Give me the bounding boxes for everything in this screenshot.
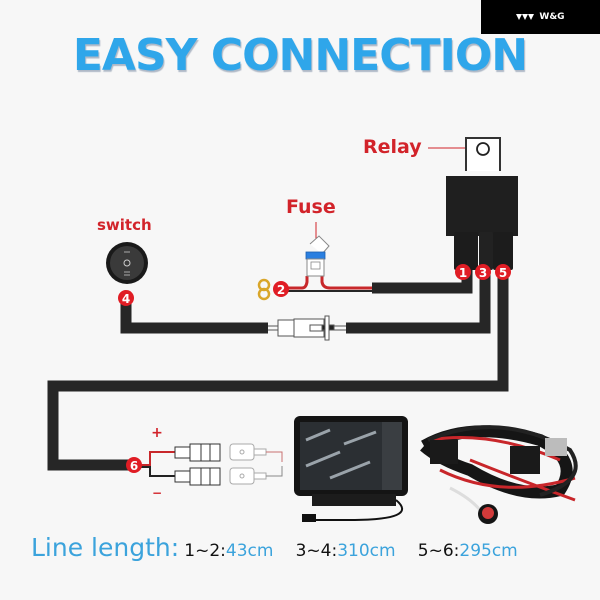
svg-text:6: 6 xyxy=(130,459,138,473)
minus-sign: − xyxy=(152,486,162,500)
terminal-badge-1: 1 xyxy=(455,264,471,280)
svg-text:2: 2 xyxy=(277,283,285,297)
wg-logo-icon xyxy=(516,14,535,20)
brand-badge: W&G xyxy=(481,0,600,34)
segment-value: 295cm xyxy=(459,541,518,561)
segment-value: 43cm xyxy=(225,541,274,561)
relay-icon xyxy=(428,137,518,270)
page-title: EASY CONNECTION xyxy=(72,30,528,81)
svg-text:3: 3 xyxy=(479,266,487,280)
ring-terminal-icon xyxy=(257,278,271,301)
spade-connectors-icon xyxy=(137,443,283,486)
inline-connector-icon xyxy=(268,315,346,341)
plus-sign: + xyxy=(151,425,163,441)
switch-label: switch xyxy=(97,216,152,234)
led-work-light-icon xyxy=(294,416,408,522)
terminal-badge-4: 4 xyxy=(118,290,134,306)
terminal-badge-5: 5 xyxy=(495,264,511,280)
brand-name: W&G xyxy=(539,12,565,22)
terminal-badge-6: 6 xyxy=(126,457,142,473)
wire-3-4-right xyxy=(346,268,491,334)
line-length-label: Line length: xyxy=(31,533,180,562)
relay-label: Relay xyxy=(363,136,422,158)
wire-3-4-left xyxy=(120,296,268,334)
segment-key: 5~6: xyxy=(417,541,460,561)
fuse-wire xyxy=(288,276,372,290)
harness-kit-icon xyxy=(420,425,578,524)
line-length-caption: Line length: 1~2:43cm 3~4:310cm 5~6:295c… xyxy=(31,533,518,562)
fuse-label: Fuse xyxy=(286,196,336,218)
terminal-badge-3: 3 xyxy=(475,264,491,280)
fuse-holder-icon xyxy=(305,222,330,277)
segment-value: 310cm xyxy=(337,541,396,561)
rocker-switch-icon xyxy=(106,242,148,284)
svg-text:4: 4 xyxy=(122,292,130,306)
wire-5-6 xyxy=(47,268,509,471)
terminal-badge-2: 2 xyxy=(273,281,289,297)
segment-key: 1~2: xyxy=(184,541,226,561)
segment-key: 3~4: xyxy=(295,541,338,561)
svg-text:1: 1 xyxy=(459,266,467,280)
svg-text:5: 5 xyxy=(499,266,507,280)
